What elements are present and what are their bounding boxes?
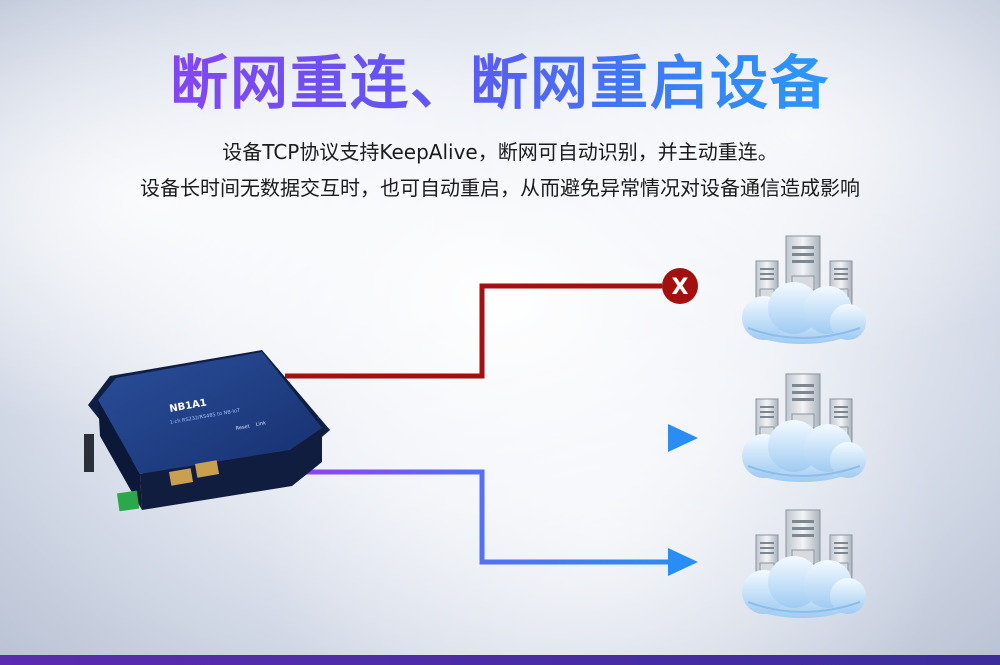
server-cloud-1 <box>742 236 866 344</box>
subtitle-line-2: 设备长时间无数据交互时，也可自动重启，从而避免异常情况对设备通信造成影响 <box>140 176 860 200</box>
disconnect-marker: X <box>662 268 698 304</box>
connection-line-3 <box>285 469 670 565</box>
arrow-head-2 <box>668 424 698 452</box>
nb1a1-device: NB1A1 1-ch RS232/RS485 to NB-IoT Reset L… <box>84 350 330 512</box>
server-cloud-3 <box>742 510 866 618</box>
arrow-head-3 <box>668 548 698 576</box>
bottom-bar <box>0 655 1000 665</box>
subtitle-line-1: 设备TCP协议支持KeepAlive，断网可自动识别，并主动重连。 <box>222 140 778 164</box>
ethernet-port-1 <box>168 468 194 486</box>
ethernet-port-2 <box>194 460 220 478</box>
server-cloud-2 <box>742 374 866 482</box>
mounting-ear <box>84 434 94 472</box>
terminal-block <box>116 490 140 512</box>
connection-line-disconnected <box>285 283 662 379</box>
disconnect-marker-text: X <box>672 275 689 300</box>
device-port-label-reset: Reset <box>235 424 250 432</box>
device-port-label-link: Link <box>255 420 266 428</box>
page-title: 断网重连、断网重启设备 <box>0 36 1000 120</box>
